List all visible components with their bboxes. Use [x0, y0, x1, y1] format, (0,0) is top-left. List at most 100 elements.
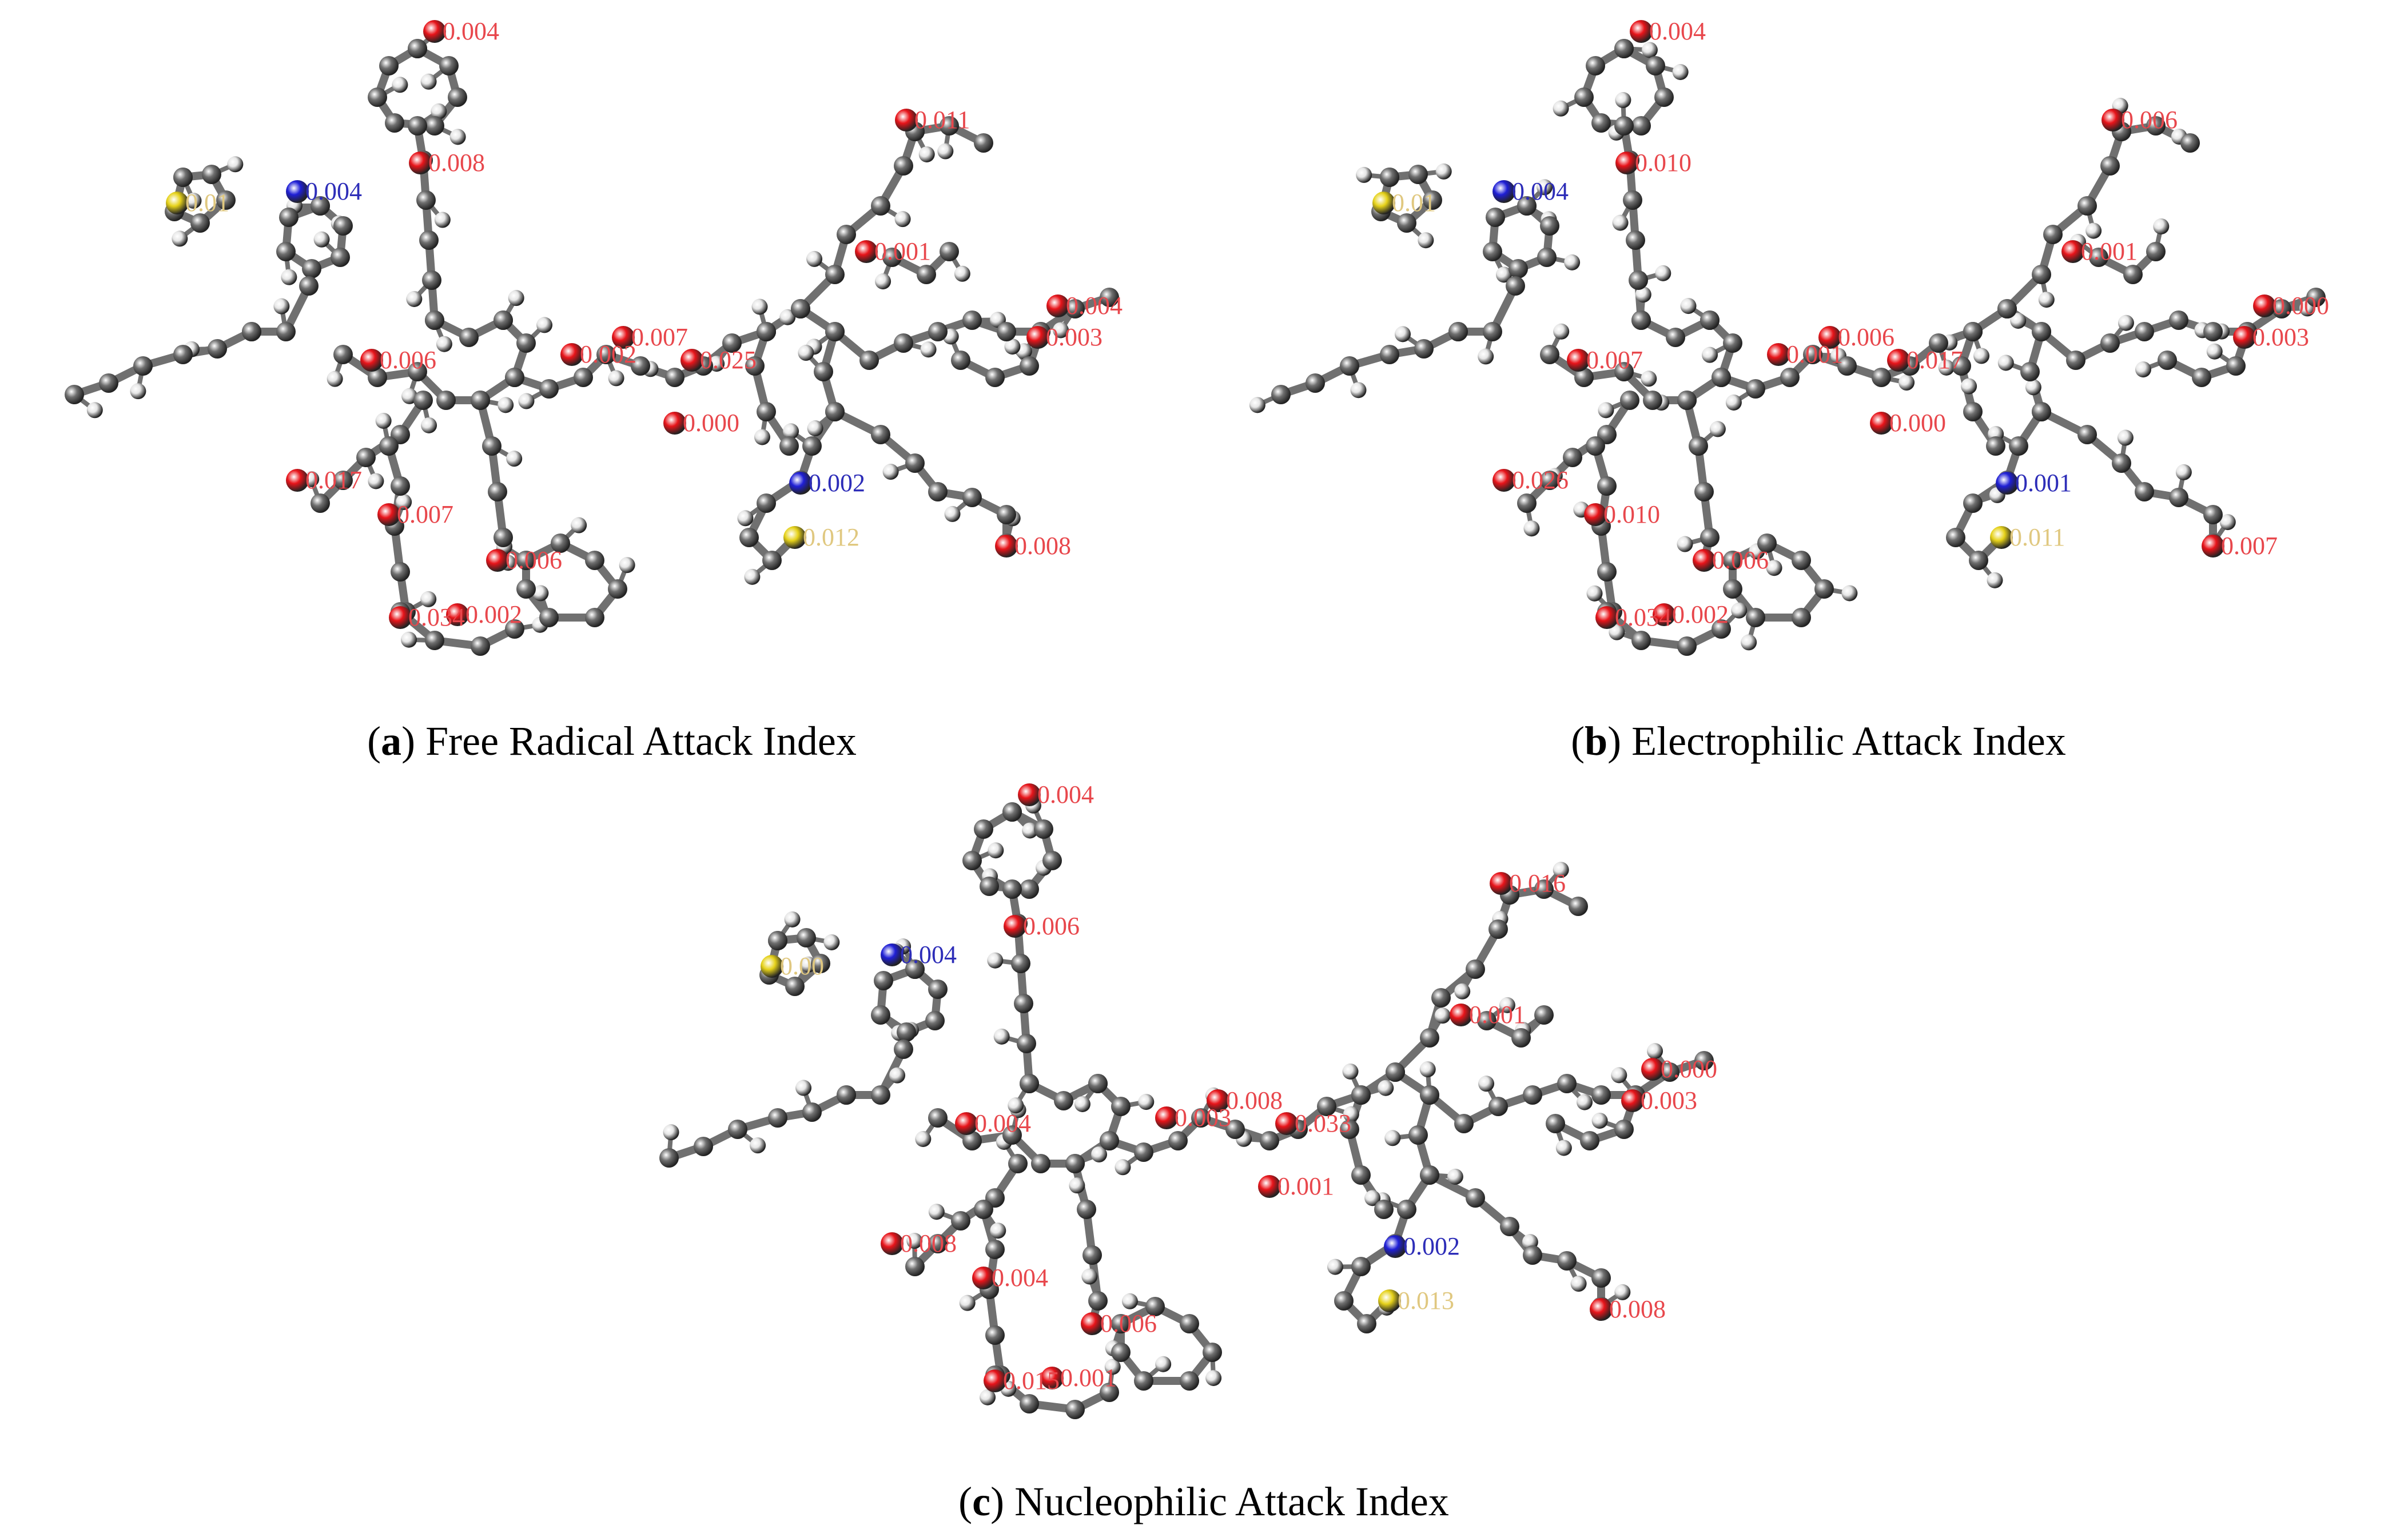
- hydrogen-atom: [944, 505, 961, 522]
- carbon-atom: [1340, 356, 1359, 376]
- carbon-atom: [356, 448, 376, 467]
- hydrogen-atom: [2219, 514, 2236, 531]
- carbon-atom: [1523, 1245, 1542, 1265]
- hydrogen-atom: [906, 1233, 923, 1249]
- carbon-atom: [391, 476, 410, 496]
- atom-index-label: 0.007: [397, 500, 453, 528]
- carbon-atom: [928, 482, 948, 501]
- carbon-atom: [596, 345, 616, 364]
- carbon-atom: [439, 56, 459, 75]
- hydrogen-atom: [1454, 983, 1471, 1000]
- hydrogen-atom: [1997, 355, 2014, 371]
- atom-index-label: 0.006: [1100, 1309, 1157, 1337]
- oxygen-atom: [1693, 549, 1716, 572]
- carbon-atom: [874, 971, 893, 990]
- carbon-atom: [1448, 322, 1468, 341]
- carbon-atom: [1351, 1085, 1371, 1105]
- carbon-atom: [1488, 1097, 1508, 1116]
- atom-index-label: 0.004: [443, 17, 499, 45]
- hydrogen-atom: [882, 464, 899, 480]
- hydrogen-atom: [401, 631, 417, 648]
- carbon-atom: [493, 528, 513, 547]
- carbon-atom: [925, 1011, 945, 1030]
- carbon-atom: [574, 368, 593, 387]
- carbon-atom: [1517, 493, 1537, 513]
- oxygen-atom: [1490, 872, 1513, 895]
- carbon-atom: [242, 322, 261, 341]
- hydrogen-atom: [185, 193, 202, 209]
- hydrogen-atom: [1378, 1080, 1394, 1096]
- atom-index-label: 0.016: [1509, 869, 1566, 897]
- carbon-atom: [2032, 322, 2051, 341]
- atom-index-label: 0.004: [305, 177, 362, 205]
- carbon-atom: [1540, 345, 1559, 364]
- carbon-atom: [425, 310, 444, 330]
- hydrogen-atom: [1356, 166, 1372, 183]
- hydrogen-atom: [86, 402, 103, 419]
- caption-c: (c) Nucleophilic Attack Index: [958, 1479, 1449, 1524]
- carbon-atom: [493, 310, 513, 330]
- hydrogen-atom: [2025, 379, 2041, 396]
- atom-index-label: 0.007: [1586, 346, 1643, 374]
- carbon-atom: [928, 1234, 948, 1253]
- carbon-atom: [1454, 1114, 1474, 1133]
- carbon-atom: [894, 333, 913, 353]
- carbon-atom: [1712, 619, 1731, 639]
- oxygen-atom: [1041, 1367, 1064, 1389]
- hydrogen-atom: [281, 269, 297, 285]
- carbon-atom: [2077, 425, 2097, 444]
- carbon-atom: [1020, 879, 1039, 899]
- oxygen-atom: [881, 1232, 904, 1255]
- hydrogen-atom: [920, 341, 937, 358]
- carbon-atom: [1677, 391, 1697, 410]
- oxygen-atom: [389, 606, 412, 629]
- hydrogen-atom: [1418, 232, 1434, 249]
- hydrogen-atom: [754, 429, 770, 445]
- carbon-atom: [1380, 345, 1399, 364]
- carbon-atom: [2169, 310, 2188, 330]
- carbon-atom: [897, 1022, 916, 1042]
- hydrogen-atom: [798, 345, 814, 361]
- carbon-atom: [471, 636, 490, 656]
- oxygen-atom: [1767, 343, 1790, 366]
- nitrogen-atom: [1996, 472, 2019, 495]
- hydrogen-atom: [172, 230, 188, 247]
- carbon-atom: [2169, 488, 2188, 507]
- carbon-atom: [1317, 1097, 1336, 1116]
- hydrogen-atom: [2206, 343, 2223, 360]
- hydrogen-atom: [327, 371, 343, 387]
- atom-index-label: 0.003: [2252, 323, 2309, 351]
- carbon-atom: [1534, 1005, 1554, 1025]
- oxygen-atom: [1870, 412, 1893, 435]
- atom-index-label: 0.006: [506, 546, 562, 574]
- atom-index-label: 0.011: [2009, 523, 2065, 551]
- carbon-atom: [1100, 1131, 1119, 1150]
- atom-index-label: 0.004: [992, 1264, 1048, 1292]
- atom-index-label: 0.002: [809, 469, 865, 497]
- hydrogen-atom: [1495, 266, 1512, 283]
- atom-index-label: 0.001: [1469, 1001, 1526, 1029]
- carbon-atom: [333, 471, 353, 490]
- oxygen-atom: [1492, 469, 1515, 492]
- carbon-atom: [1963, 493, 1983, 513]
- caption-a-letter: a: [381, 718, 402, 764]
- carbon-atom: [1712, 368, 1731, 387]
- oxygen-atom: [855, 240, 878, 263]
- carbon-atom: [962, 1131, 982, 1150]
- carbon-atom: [1952, 356, 1971, 376]
- carbon-atom: [2203, 505, 2223, 524]
- carbon-atom: [1557, 1074, 1577, 1093]
- oxygen-atom: [1653, 603, 1675, 626]
- hydrogen-atom: [954, 265, 970, 282]
- carbon-atom: [1420, 1165, 1439, 1185]
- carbon-atom: [2272, 299, 2291, 318]
- atom-index-label: 0.004: [1066, 292, 1123, 320]
- carbon-atom: [1677, 636, 1697, 656]
- carbon-atom: [882, 248, 902, 267]
- carbon-atom: [1191, 1108, 1211, 1128]
- hydrogen-atom: [1343, 1106, 1359, 1122]
- carbon-atom: [1574, 87, 1594, 107]
- carbon-atom: [1586, 436, 1605, 456]
